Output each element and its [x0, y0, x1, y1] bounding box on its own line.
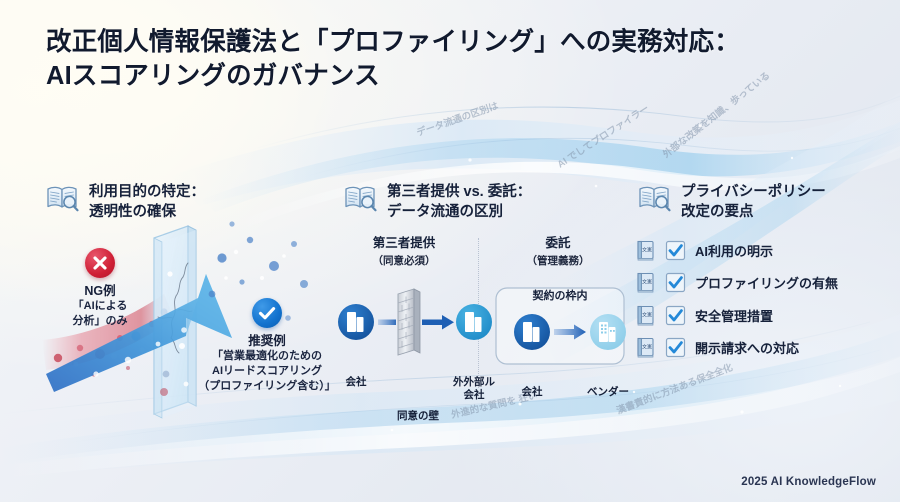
node-label-company-2: 会社	[521, 386, 543, 398]
checklist-label: 安全管理措置	[695, 308, 774, 324]
ok-sub-line-3: （プロファイリング含む）」	[198, 379, 336, 392]
column-head-entrustment: 委託 （管理義務）	[488, 232, 628, 268]
checkbox-icon[interactable]	[665, 337, 686, 358]
ng-sub-line-2: 分析」のみ	[72, 314, 128, 327]
entrustment-subtitle: （管理義務）	[526, 255, 590, 267]
document-book-icon: 文憲	[637, 337, 654, 358]
contract-box-label: 契約の枠内	[532, 290, 588, 302]
heading-distribution-line-1: 第三者提供 vs. 委託：	[387, 184, 532, 200]
checklist-item[interactable]: 文憲 プロファイリングの有無	[636, 271, 886, 295]
checklist-label: プロファイリングの有無	[695, 276, 839, 291]
checklist-item[interactable]: 文憲 開示請求への対応	[636, 336, 886, 360]
brick-wall-icon	[397, 288, 421, 356]
checkbox-icon[interactable]	[665, 305, 686, 326]
data-flow-diagram: 第三者提供 （同意必須） 委託 （管理義務）	[330, 232, 630, 432]
privacy-policy-checklist: 文憲 AI利用の明示 文憲 プロファイリングの有無	[636, 238, 886, 368]
title-line-2: AIスコアリングのガバナンス	[46, 61, 380, 90]
heading-purpose-line-1: 利用目的の特定：	[89, 184, 205, 200]
check-circle-icon	[252, 298, 282, 328]
page-title: 改正個人情報保護法と「プロファイリング」への実務対応： AIスコアリングのガバナ…	[46, 26, 836, 93]
checklist-label: AI利用の明示	[695, 243, 774, 259]
barrier-label: 同意の壁	[397, 410, 439, 422]
node-label-external-company: 外外部ル 会社	[440, 376, 508, 402]
book-magnifier-icon	[639, 186, 671, 212]
node-label-vendor: ベンダー	[587, 386, 629, 398]
footer-credit: 2025 AI KnowledgeFlow	[741, 476, 876, 488]
book-magnifier-icon	[345, 186, 377, 212]
document-book-icon: 文憲	[637, 240, 654, 260]
svg-text:文憲: 文憲	[642, 246, 652, 253]
checklist-item[interactable]: 文憲 AI利用の明示	[636, 238, 886, 262]
glass-barrier-graphic	[42, 221, 308, 419]
checkbox-icon[interactable]	[665, 240, 686, 261]
svg-text:文憲: 文憲	[642, 311, 652, 318]
heading-privacy-line-2: 改定の要点	[681, 204, 754, 220]
third-party-title: 第三者提供	[372, 236, 436, 250]
svg-text:文憲: 文憲	[642, 279, 652, 286]
heading-purpose-line-2: 透明性の確保	[89, 204, 176, 220]
external-line-1: 外外部ル	[453, 376, 495, 388]
purpose-diagram: NG例 「AIによる 分析」のみ 推奨例 「営業最適化のための AIリードスコア…	[36, 178, 336, 438]
external-line-2: 会社	[463, 389, 485, 402]
wave-text-2: AI でしてプロファイラー	[555, 102, 651, 170]
svg-text:文憲: 文憲	[642, 344, 652, 351]
x-circle-icon	[85, 248, 115, 278]
recommended-example-block: 推奨例 「営業最適化のための AIリードスコアリング （プロファイリング含む）」	[182, 298, 352, 393]
third-party-subtitle: （同意必須）	[372, 255, 436, 267]
checkbox-icon[interactable]	[665, 272, 686, 293]
entrustment-title: 委託	[545, 236, 571, 250]
ng-title: NG例	[84, 284, 116, 298]
checklist-item[interactable]: 文憲 安全管理措置	[636, 303, 886, 327]
section-heading-purpose: 利用目的の特定： 透明性の確保	[46, 182, 205, 222]
ng-example-block: NG例 「AIによる 分析」のみ	[58, 248, 142, 329]
document-book-icon: 文憲	[637, 305, 654, 325]
ok-title: 推奨例	[248, 334, 286, 348]
ok-sub-line-1: 「営業最適化のための	[212, 350, 322, 363]
section-heading-privacy-policy: プライバシーポリシー 改定の要点	[638, 182, 826, 222]
document-book-icon: 文憲	[637, 272, 654, 293]
heading-distribution-line-2: データ流通の区別	[387, 204, 503, 220]
ng-sub-line-1: 「AIによる	[72, 300, 128, 313]
checklist-label: 開示請求への対応	[695, 341, 800, 356]
heading-privacy-line-1: プライバシーポリシー	[681, 184, 826, 200]
book-magnifier-icon	[47, 186, 79, 212]
column-head-third-party: 第三者提供 （同意必須）	[334, 232, 474, 268]
section-heading-distribution: 第三者提供 vs. 委託： データ流通の区別	[344, 182, 531, 222]
ok-sub-line-2: AIリードスコアリング	[212, 364, 322, 377]
flow-graphic	[338, 287, 626, 365]
wave-text-1: データ流通の区別は	[415, 99, 500, 138]
node-label-company-1: 会社	[345, 376, 367, 388]
title-line-1: 改正個人情報保護法と「プロファイリング」への実務対応：	[46, 28, 740, 56]
